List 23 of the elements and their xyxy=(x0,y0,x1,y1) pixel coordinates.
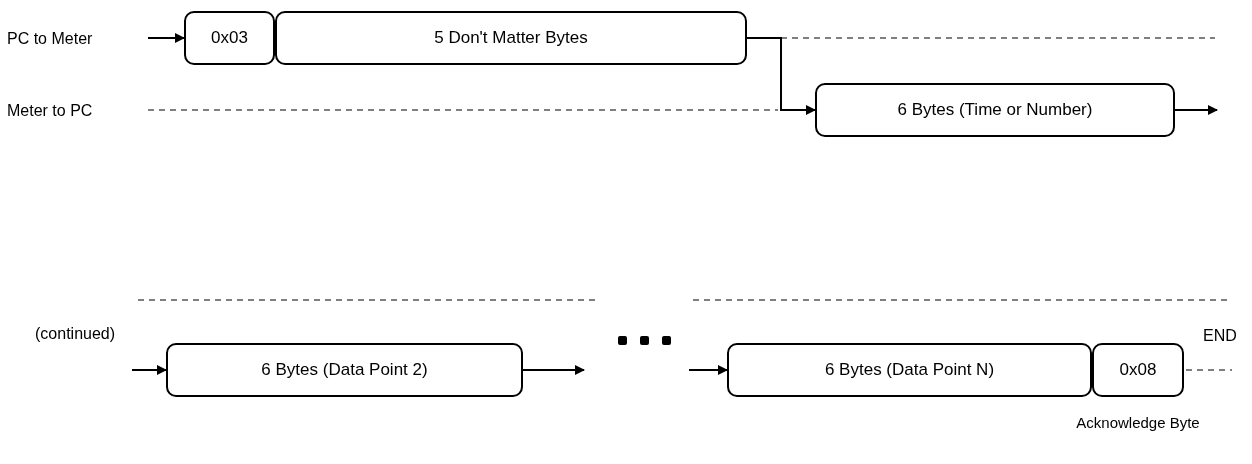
field-label: 0x08 xyxy=(1119,359,1157,382)
field-label: 6 Bytes (Time or Number) xyxy=(897,99,1093,122)
arrow xyxy=(522,365,585,375)
byte-field-box xyxy=(166,343,523,397)
byte-field-box xyxy=(275,11,747,65)
field-label: 6 Bytes (Data Point N) xyxy=(824,359,995,382)
line-label: (continued) xyxy=(35,324,116,344)
byte-field-box xyxy=(184,11,275,65)
byte-field-box xyxy=(815,83,1175,137)
line-label: Meter to PC xyxy=(7,101,93,121)
field-label: 6 Bytes (Data Point 2) xyxy=(261,359,428,382)
arrow xyxy=(1174,105,1218,115)
byte-field-box xyxy=(727,343,1092,397)
field-label: 0x03 xyxy=(211,27,248,50)
field-label: 5 Don't Matter Bytes xyxy=(434,27,588,50)
field-caption: Acknowledge Byte xyxy=(1075,413,1201,433)
arrow xyxy=(147,33,185,43)
byte-field-box xyxy=(1092,343,1184,397)
line-label: PC to Meter xyxy=(7,29,93,49)
arrow xyxy=(131,365,167,375)
arrow xyxy=(746,37,816,115)
line-label: END xyxy=(1203,326,1237,346)
arrow xyxy=(688,365,728,375)
